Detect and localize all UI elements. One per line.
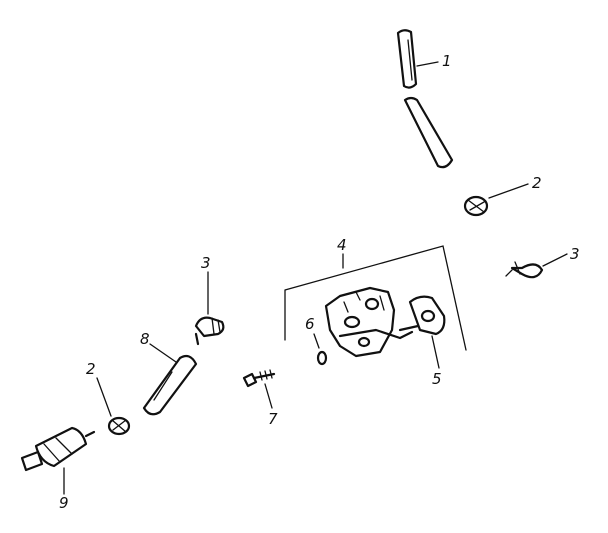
hose-upper-icon (396, 29, 454, 169)
callout-3-left: 3 (201, 254, 211, 272)
leader-line-6 (313, 333, 320, 349)
hose-clamp-left-icon (107, 416, 131, 436)
fuel-filter-icon (20, 426, 96, 472)
assembly-bracket (284, 245, 467, 351)
leader-line-7 (264, 383, 273, 409)
o-ring-icon (316, 350, 328, 366)
elbow-fitting-right-icon (505, 261, 544, 279)
elbow-fitting-left-icon (194, 316, 225, 346)
hose-clamp-right-icon (463, 195, 489, 217)
gasket-icon (408, 295, 446, 336)
fuel-pump-icon (324, 286, 420, 358)
callout-2-right: 2 (532, 174, 542, 192)
callout-6: 6 (305, 315, 315, 333)
callout-3-right: 3 (570, 245, 580, 263)
leader-line-2-right (488, 183, 529, 199)
hose-lower-icon (142, 354, 198, 416)
leader-line-3-right (542, 253, 568, 267)
callout-5: 5 (432, 370, 442, 388)
callout-2-left: 2 (86, 360, 96, 378)
screw-icon (242, 369, 276, 388)
callout-4: 4 (337, 236, 347, 254)
leader-line-8 (149, 343, 177, 363)
leader-line-5 (431, 335, 440, 369)
callout-8: 8 (140, 330, 150, 348)
callout-1: 1 (442, 52, 452, 70)
callout-7: 7 (268, 410, 278, 428)
callout-9: 9 (59, 494, 69, 512)
leader-line-1 (416, 61, 439, 67)
leader-line-2-left (96, 377, 112, 417)
